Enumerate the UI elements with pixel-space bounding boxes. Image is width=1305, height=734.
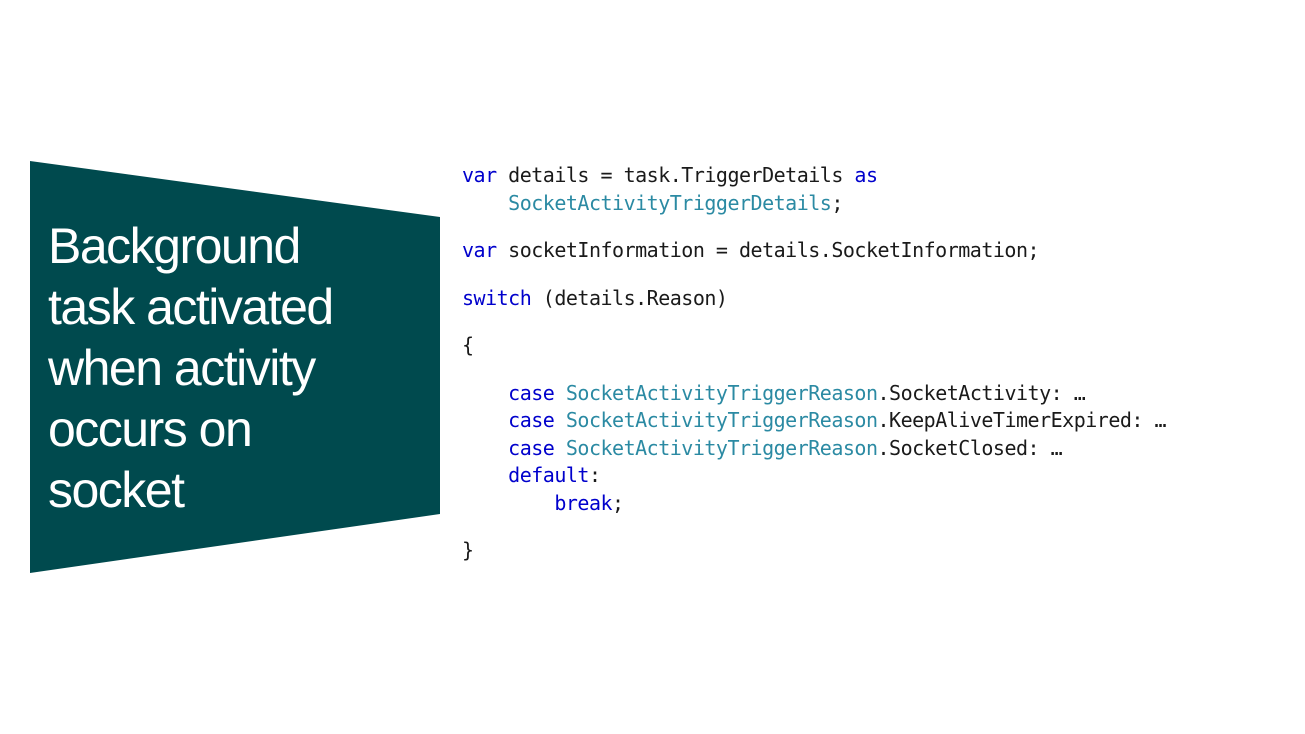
code-text: .KeepAliveTimerExpired: … <box>877 408 1167 432</box>
type-name: SocketActivityTriggerReason <box>565 435 878 460</box>
indent <box>462 191 508 215</box>
code-line-type-cast: SocketActivityTriggerDetails; <box>462 190 1166 218</box>
indent <box>462 463 508 487</box>
code-text: ; <box>612 490 624 515</box>
keyword: case <box>508 408 555 432</box>
code-line-var-details: var details = task.TriggerDetails as <box>462 162 1166 190</box>
keyword: switch <box>462 285 532 310</box>
keyword: default <box>508 463 589 487</box>
space <box>554 408 566 432</box>
title-line: when activity <box>48 340 316 396</box>
code-line-default: default: <box>462 462 1166 490</box>
code-text: ; <box>831 190 843 215</box>
slide-title: Background task activated when activity … <box>48 216 418 521</box>
type-name: SocketActivityTriggerReason <box>565 380 878 405</box>
type-name: SocketActivityTriggerDetails <box>508 190 832 215</box>
indent <box>462 408 508 432</box>
code-text: socketInformation = details.SocketInform… <box>496 238 1040 262</box>
code-block: var details = task.TriggerDetails as Soc… <box>462 162 1167 565</box>
code-line-case-activity: case SocketActivityTriggerReason.SocketA… <box>462 380 1166 408</box>
code-text: : <box>588 463 601 487</box>
code-text: .SocketClosed: … <box>877 435 1063 460</box>
code-line-switch: switch (details.Reason) <box>462 285 1166 313</box>
space <box>554 436 566 460</box>
keyword: case <box>508 380 555 405</box>
indent <box>462 436 508 460</box>
code-line-case-closed: case SocketActivityTriggerReason.SocketC… <box>462 435 1166 463</box>
code-text: details = task.TriggerDetails <box>496 163 855 187</box>
keyword: var <box>462 163 497 187</box>
code-text: } <box>462 538 474 562</box>
code-text: .SocketActivity: … <box>877 380 1086 405</box>
keyword: as <box>854 163 878 187</box>
type-name: SocketActivityTriggerReason <box>565 408 878 432</box>
keyword: case <box>508 435 555 460</box>
code-line-case-keepalive: case SocketActivityTriggerReason.KeepAli… <box>462 407 1166 435</box>
indent <box>462 381 508 405</box>
code-text: { <box>462 333 474 357</box>
code-line-close-brace: } <box>462 537 1166 565</box>
title-line: task activated <box>48 279 334 335</box>
code-line-socket-info: var socketInformation = details.SocketIn… <box>462 237 1166 265</box>
code-line-break: break; <box>462 490 1166 518</box>
title-line: Background <box>48 218 301 274</box>
title-line: socket <box>48 462 185 518</box>
keyword: var <box>462 238 497 262</box>
code-text: (details.Reason) <box>531 285 728 310</box>
keyword: break <box>554 490 613 515</box>
code-line-open-brace: { <box>462 332 1166 360</box>
space <box>554 381 566 405</box>
indent <box>462 491 554 515</box>
title-line: occurs on <box>48 401 253 457</box>
